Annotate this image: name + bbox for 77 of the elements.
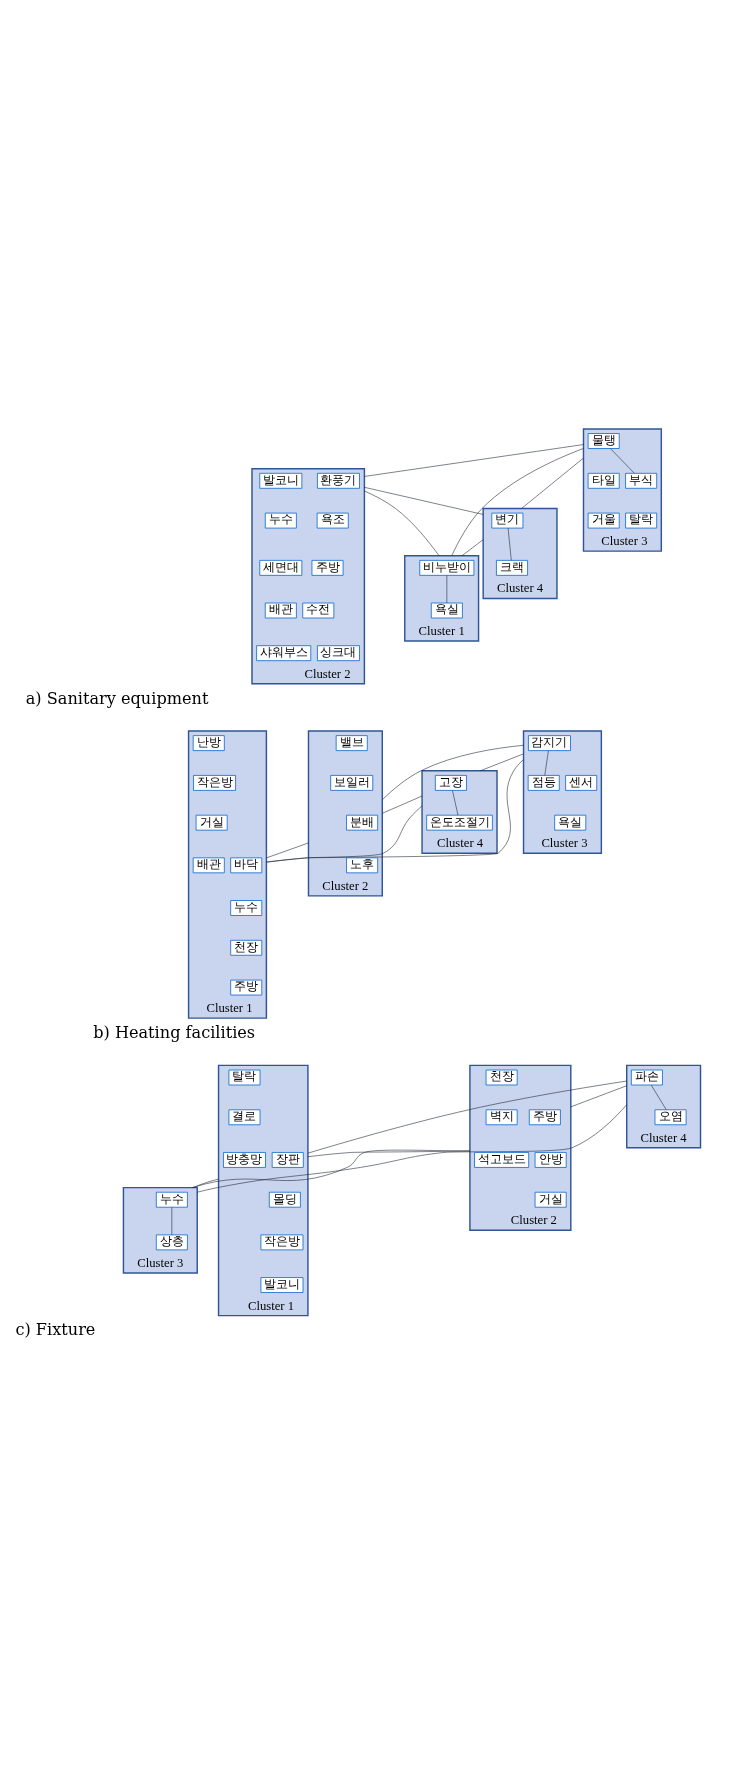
node-box: 안방 (534, 1152, 567, 1168)
node-box: 주방 (528, 1109, 561, 1126)
connector (382, 795, 423, 814)
connector (192, 1178, 219, 1188)
node-box: 거실 (195, 814, 228, 831)
node-box: 파손 (630, 1069, 663, 1086)
node-box: 배관 (192, 857, 225, 874)
connector (521, 457, 584, 509)
node-box: 누수 (155, 1191, 188, 1208)
label: a) Sanitary equipment (25, 688, 209, 708)
node-box: 수전 (302, 602, 335, 619)
label: b) Heating facilities (93, 1022, 256, 1042)
node-box: 환풍기 (317, 472, 360, 489)
node-box: 점등 (527, 774, 560, 791)
connector (266, 759, 524, 863)
node-box: 샤워부스 (256, 645, 312, 662)
node-box: 타일 (587, 472, 620, 489)
connector (307, 1080, 627, 1154)
node-box: 누수 (230, 900, 263, 916)
connector (364, 444, 584, 477)
node-box: 바닥 (230, 857, 263, 874)
node-box: 상층 (155, 1234, 188, 1251)
node-box: 주방 (311, 559, 344, 576)
node-box: 비누받이 (419, 559, 475, 576)
node-box: 부식 (625, 472, 658, 489)
node-box: 노후 (346, 857, 379, 874)
node-box: 방충망 (223, 1152, 266, 1168)
node-box: 석고보드 (474, 1152, 530, 1168)
connector (452, 790, 459, 816)
node-box: 온도조절기 (426, 814, 493, 831)
connector (266, 842, 309, 859)
node-box: 난방 (192, 735, 225, 752)
node-box: 발코니 (260, 1277, 304, 1293)
node-box: 작은방 (193, 774, 236, 791)
node-box: 장판 (271, 1152, 304, 1168)
node-box: 물탱 (587, 433, 620, 449)
node-box: 변기 (491, 512, 524, 529)
node-box: 욕실 (430, 602, 463, 619)
node-box: 세면대 (259, 559, 303, 576)
connector (382, 745, 524, 801)
node-box: 발코니 (259, 472, 303, 489)
connector (364, 490, 440, 557)
node-box: 오염 (654, 1109, 687, 1126)
connector (196, 1104, 627, 1193)
connector (461, 539, 484, 557)
node-box: 고장 (434, 774, 467, 791)
node-box: 배관 (264, 602, 297, 619)
node-box: 거울 (587, 512, 620, 529)
node-box: 센서 (565, 774, 598, 791)
node-box: 크랙 (496, 559, 528, 576)
node-box: 주방 (230, 979, 263, 996)
label: c) Fixture (15, 1320, 96, 1340)
connector (507, 527, 512, 561)
node-box: 벽지 (485, 1109, 518, 1126)
node-box: 결로 (228, 1109, 261, 1126)
connector (266, 805, 423, 863)
connector (451, 448, 584, 557)
node-box: 감지기 (528, 735, 571, 752)
node-box: 밸브 (335, 735, 368, 752)
connector (364, 487, 484, 515)
node-box: 거실 (534, 1191, 567, 1208)
node-box: 보일러 (330, 774, 374, 791)
node-box: 욕조 (316, 512, 349, 529)
connector (480, 753, 524, 772)
node-box: 작은방 (260, 1234, 304, 1251)
node-box: 천장 (485, 1069, 518, 1086)
node-box: 싱크대 (317, 645, 360, 662)
node-box: 몰딩 (268, 1191, 301, 1208)
connector (650, 1084, 667, 1110)
connector (544, 750, 549, 776)
node-box: 탈락 (625, 512, 658, 529)
node-box: 탈락 (228, 1069, 261, 1086)
node-box: 천장 (230, 939, 263, 956)
connector (570, 1085, 627, 1108)
node-box: 분배 (346, 814, 379, 831)
node-box: 누수 (264, 512, 297, 529)
node-box: 욕실 (554, 814, 587, 831)
